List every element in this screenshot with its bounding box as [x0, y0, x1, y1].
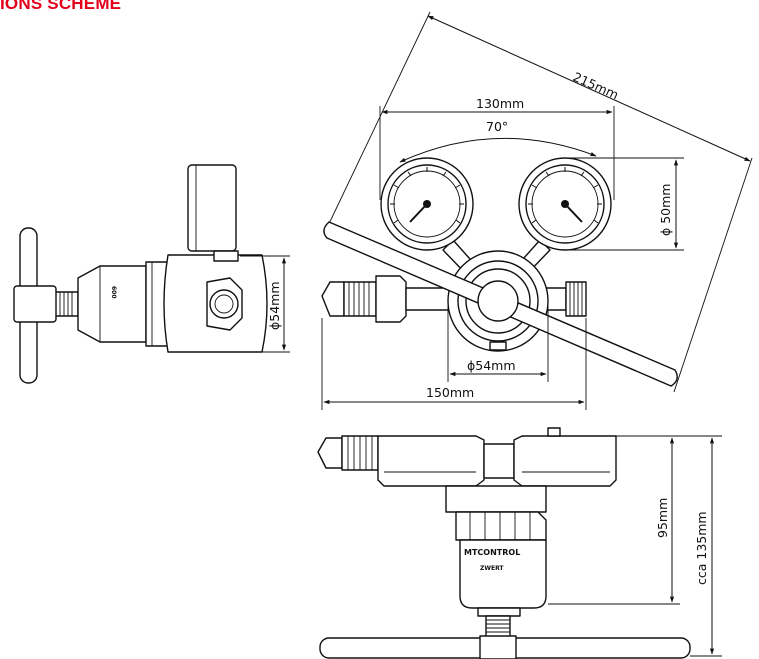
- handle-hub: [477, 280, 519, 322]
- angle-dimension: [399, 137, 597, 163]
- top-view: MTCONTROL ZWERT 95mm cca 135mm: [317, 427, 722, 659]
- overall-height-label: cca 135mm: [694, 511, 709, 585]
- gauge-spacing-label: 130mm: [476, 96, 524, 111]
- side-view: 600 ϕ54mm: [13, 164, 290, 384]
- brand-label: MTCONTROL: [464, 548, 520, 557]
- right-pressure-gauge: [518, 157, 612, 251]
- side-gauge: [187, 164, 237, 252]
- top-left-gauge: [377, 435, 485, 487]
- left-pressure-gauge: [380, 157, 474, 251]
- body-height-label: 95mm: [655, 498, 670, 538]
- side-bonnet: [77, 265, 147, 343]
- side-handle-hub: [13, 285, 57, 323]
- top-body: [445, 485, 547, 513]
- top-bonnet: [459, 539, 547, 609]
- inlet-pipe: [405, 287, 455, 311]
- diagonal-label: 215mm: [571, 69, 621, 102]
- side-model-number: 600: [110, 286, 117, 299]
- overall-width-label: 150mm: [426, 385, 474, 400]
- page-title: IONS SCHEME: [0, 0, 122, 13]
- model-label: ZWERT: [480, 565, 504, 572]
- body-diameter-label: ϕ54mm: [467, 358, 516, 373]
- front-view: 215mm 130mm 70°: [321, 11, 753, 410]
- top-right-gauge: [513, 435, 617, 487]
- gauge-diameter-label: ϕ 50mm: [658, 184, 673, 236]
- angle-label: 70°: [486, 119, 508, 134]
- outlet-connector: [565, 281, 587, 317]
- inlet-nut-tip: [321, 281, 345, 317]
- side-outlet-nut: [206, 277, 243, 331]
- side-gauge-stem: [213, 250, 239, 262]
- side-diameter-label: ϕ54mm: [267, 281, 282, 330]
- diagonal-dimension: [427, 15, 751, 162]
- inlet-nut: [375, 275, 407, 323]
